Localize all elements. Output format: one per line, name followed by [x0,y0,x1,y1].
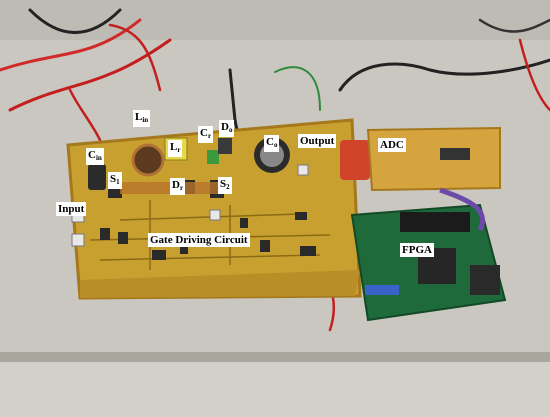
label-gate-driving-circuit: Gate Driving Circuit [148,233,250,247]
label-lr: Lr [168,140,183,157]
do-diode [218,138,232,154]
label-s1: S1 [108,172,122,189]
label-cin: Cin [86,148,104,165]
label-co: Co [264,135,280,152]
fpga-connector [470,265,500,295]
label-output: Output [298,134,337,148]
adc-chip [440,148,470,160]
label-cr: Cr [198,126,214,143]
cin-capacitor [88,164,106,190]
dip-switch [365,285,399,295]
lin-inductor [131,143,165,177]
table-shadow-top [0,0,550,40]
output-capacitor-bank [340,140,370,180]
cr-capacitor [207,150,219,164]
label-adc: ADC [378,138,406,152]
label-lin: Lin [133,110,151,127]
seven-segment-display [400,212,470,232]
label-s2: S2 [218,177,232,194]
floor-bottom [0,360,550,417]
label-input: Input [56,202,87,216]
label-do: Do [219,120,235,137]
table-edge [0,352,550,362]
label-fpga: FPGA [400,243,434,257]
label-dr: Dr [170,178,186,195]
driver-components [100,212,316,260]
power-pcb-lower-extension [80,270,360,298]
ribbon-cable [439,187,485,232]
